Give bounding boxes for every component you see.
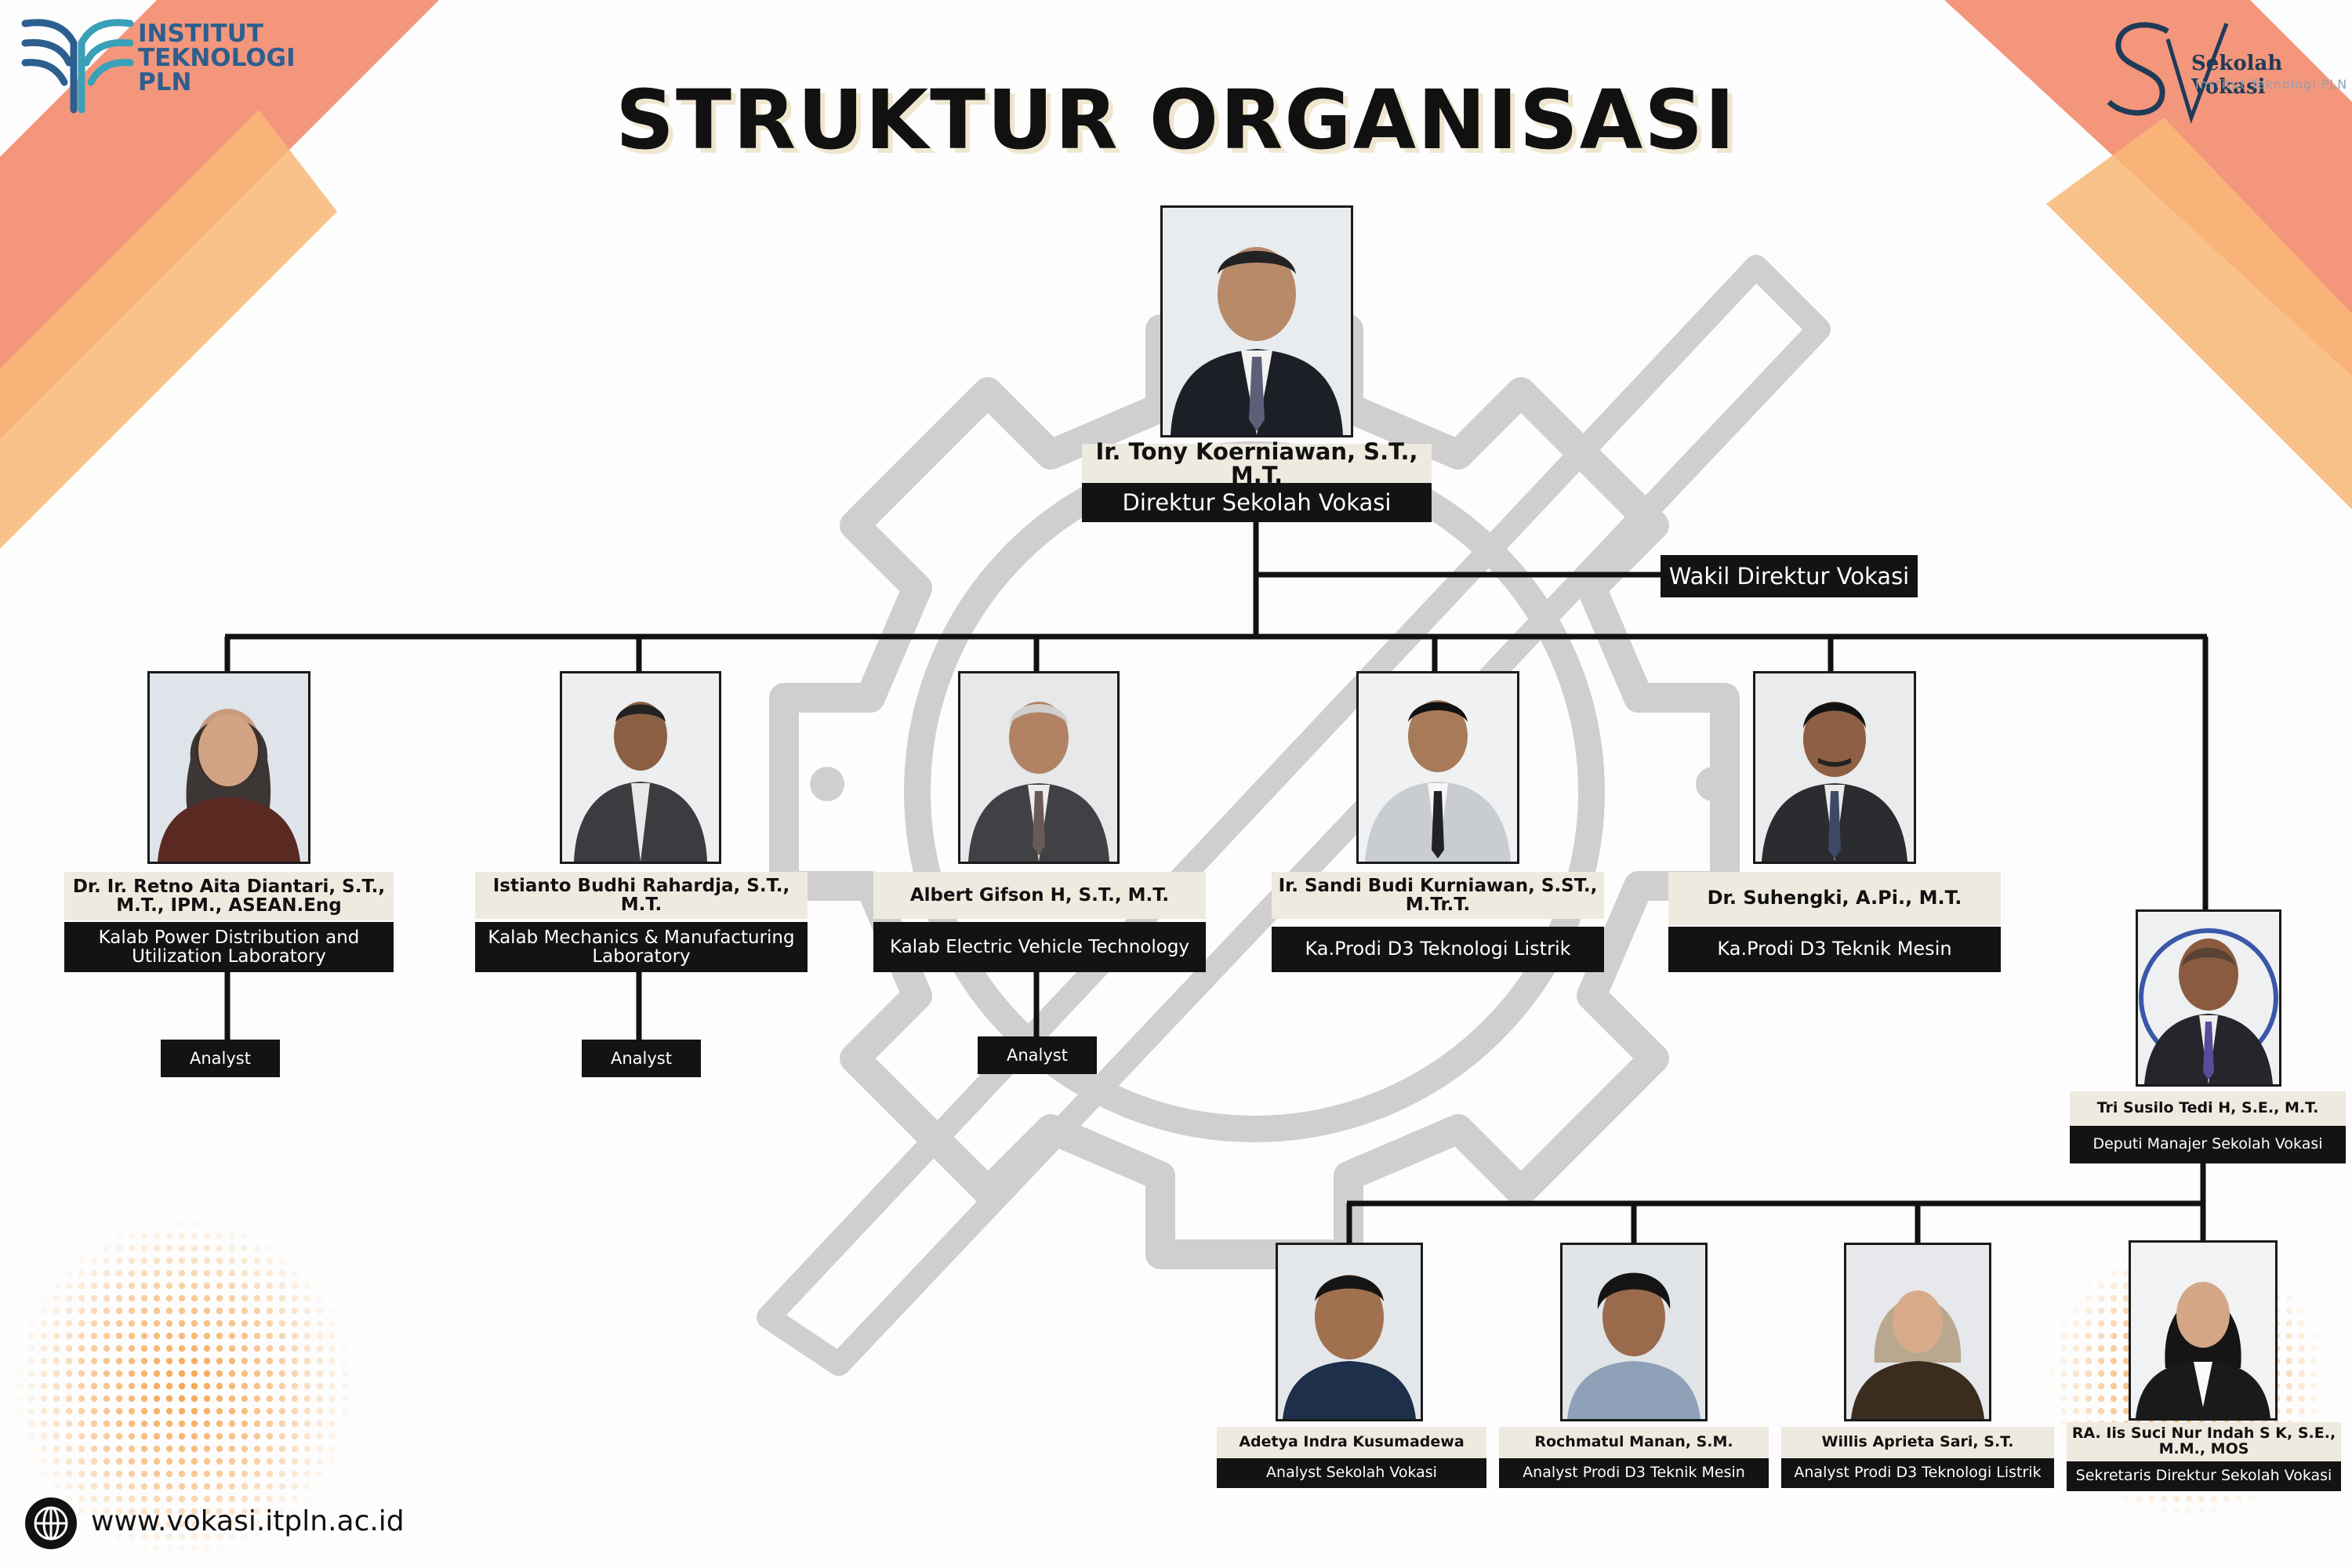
unit-name: Dr. Ir. Retno Aita Diantari, S.T., M.T.,… [64,872,394,920]
page-title: STRUKTUR ORGANISASI [615,72,1737,168]
unit-name: Ir. Sandi Budi Kurniawan, S.ST., M.Tr.T. [1272,872,1604,919]
staff-role: Sekretaris Direktur Sekolah Vokasi [2067,1461,2341,1491]
person-silhouette-icon [2131,1243,2275,1418]
analyst-chip: Analyst [582,1040,701,1077]
gear-watermark-icon [757,255,1831,1376]
unit-role: Ka.Prodi D3 Teknologi Listrik [1272,927,1604,972]
staff-photo [1844,1243,1991,1421]
unit-name: Istianto Budhi Rahardja, S.T., M.T. [475,872,808,919]
person-silhouette-icon [1846,1245,1989,1419]
analyst-chip: Analyst [978,1036,1097,1074]
unit-role: Ka.Prodi D3 Teknik Mesin [1668,927,2001,972]
person-silhouette-icon [1755,673,1914,862]
analyst-chip: Analyst [161,1040,280,1077]
sv-monogram-icon [2107,22,2229,124]
institute-line-2: TEKNOLOGI [138,44,296,72]
school-logo-sub: Institut Teknologi PLN [2195,77,2348,92]
person-silhouette-icon [2138,912,2279,1084]
deputy-manager-photo [2136,909,2281,1087]
unit-photo [147,671,310,864]
deputy-manager-name: Tri Susilo Tedi H, S.E., M.T. [2070,1091,2346,1126]
unit-name: Dr. Suhengki, A.Pi., M.T. [1668,872,2001,925]
staff-name: Adetya Indra Kusumadewa [1217,1427,1486,1458]
director-role: Direktur Sekolah Vokasi [1082,483,1432,522]
institute-line-1: INSTITUT [138,20,263,48]
deputy-director-title: Wakil Direktur Vokasi [1661,555,1918,597]
staff-role: Analyst Prodi D3 Teknik Mesin [1499,1458,1769,1488]
unit-photo [1356,671,1519,864]
staff-name: Rochmatul Manan, S.M. [1499,1427,1769,1458]
school-logo-name: Sekolah Vokasi [2191,52,2283,99]
staff-photo [2129,1240,2278,1421]
website-link[interactable]: www.vokasi.itpln.ac.id [91,1505,405,1537]
staff-role: Analyst Sekolah Vokasi [1217,1458,1486,1488]
person-silhouette-icon [150,673,308,862]
deputy-manager-role: Deputi Manajer Sekolah Vokasi [2070,1126,2346,1163]
person-silhouette-icon [562,673,719,862]
director-photo [1160,205,1353,437]
unit-name: Albert Gifson H, S.T., M.T. [873,872,1206,919]
person-silhouette-icon [1278,1245,1421,1419]
staff-role: Analyst Prodi D3 Teknologi Listrik [1781,1458,2054,1488]
person-silhouette-icon [1359,673,1517,862]
staff-photo [1276,1243,1423,1421]
institute-logo-text: INSTITUT TEKNOLOGI PLN [138,22,296,95]
unit-photo [560,671,721,864]
institute-line-3: PLN [138,68,192,96]
staff-name: RA. Iis Suci Nur Indah S K, S.E., M.M., … [2067,1422,2341,1461]
itpln-book-icon [21,19,134,114]
unit-photo [1753,671,1916,864]
director-name: Ir. Tony Koerniawan, S.T., M.T. [1082,439,1432,487]
staff-photo [1560,1243,1708,1421]
globe-icon [25,1497,77,1549]
person-silhouette-icon [960,673,1117,862]
unit-role: Kalab Power Distribution and Utilization… [64,922,394,972]
person-silhouette-icon [1563,1245,1705,1419]
unit-role: Kalab Electric Vehicle Technology [873,922,1206,972]
unit-photo [958,671,1120,864]
person-silhouette-icon [1163,208,1351,435]
unit-role: Kalab Mechanics & Manufacturing Laborato… [475,922,808,972]
staff-name: Willis Aprieta Sari, S.T. [1781,1427,2054,1458]
